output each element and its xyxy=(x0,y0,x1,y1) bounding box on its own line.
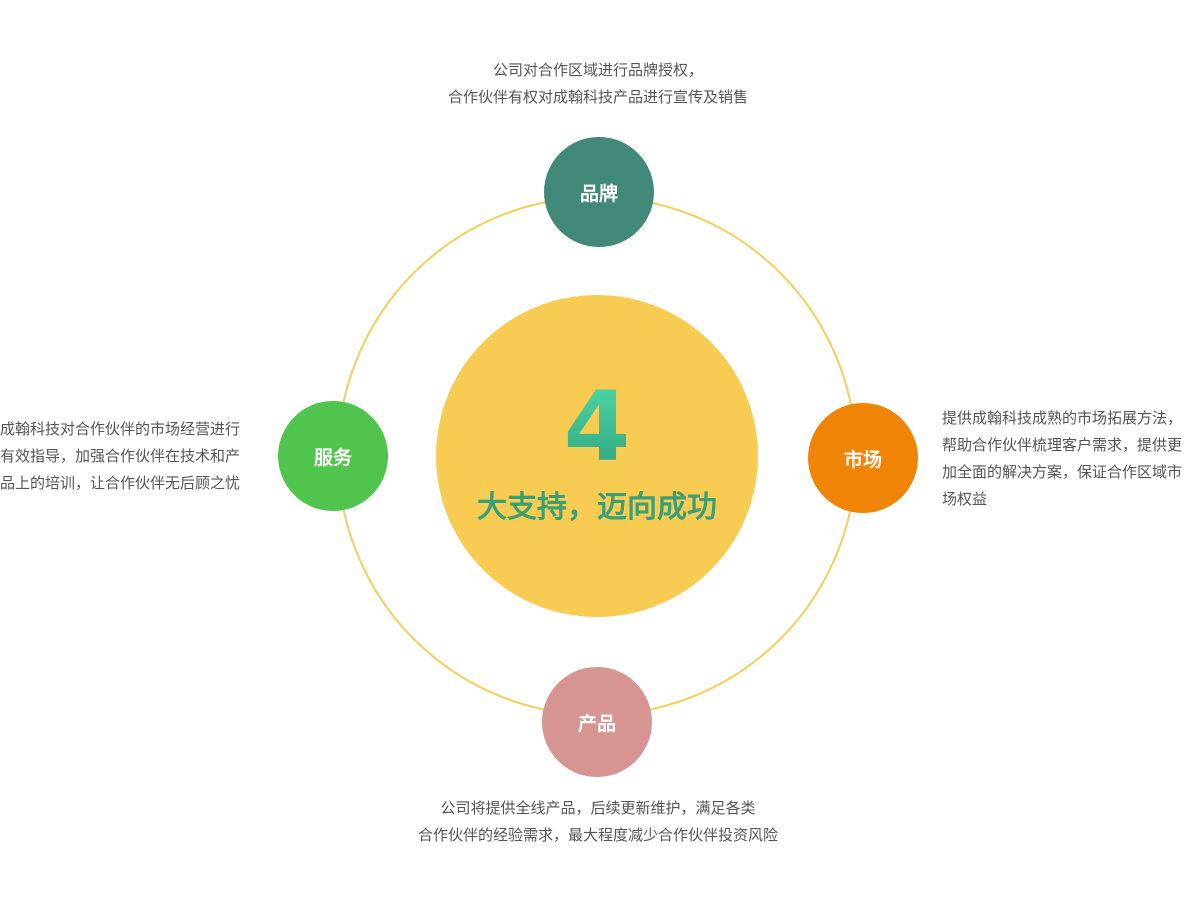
market-description-line: 加全面的解决方案，保证合作区域市 xyxy=(942,463,1183,481)
center-slogan: 大支持，迈向成功 xyxy=(477,490,717,525)
product-description-line: 合作伙伴的经验需求，最大程度减少合作伙伴投资风险 xyxy=(417,826,778,844)
node-product-label: 产品 xyxy=(577,712,616,735)
node-market-label: 市场 xyxy=(843,448,882,471)
market-description-line: 提供成翰科技成熟的市场拓展方法， xyxy=(942,409,1183,427)
service-description-line: 品上的培训，让合作伙伴无后顾之忧 xyxy=(0,474,241,492)
market-description-line: 场权益 xyxy=(942,490,988,508)
node-brand[interactable]: 品牌 xyxy=(544,137,654,247)
service-description-line: 有效指导，加强合作伙伴在技术和产 xyxy=(0,447,241,465)
product-description-line: 公司将提供全线产品，后续更新维护，满足各类 xyxy=(440,799,756,817)
brand-description: 公司对合作区域进行品牌授权， 合作伙伴有权对成翰科技产品进行宣传及销售 xyxy=(398,57,798,111)
node-product[interactable]: 产品 xyxy=(542,667,652,777)
center-circle xyxy=(436,295,758,617)
node-service-label: 服务 xyxy=(313,446,352,469)
market-description: 提供成翰科技成熟的市场拓展方法， 帮助合作伙伴梳理客户需求，提供更 加全面的解决… xyxy=(942,405,1200,513)
product-description: 公司将提供全线产品，后续更新维护，满足各类 合作伙伴的经验需求，最大程度减少合作… xyxy=(380,795,816,849)
service-description: 成翰科技对合作伙伴的市场经营进行 有效指导，加强合作伙伴在技术和产 品上的培训，… xyxy=(0,416,262,497)
node-service[interactable]: 服务 xyxy=(278,401,388,511)
market-description-line: 帮助合作伙伴梳理客户需求，提供更 xyxy=(942,436,1183,454)
brand-description-line: 合作伙伴有权对成翰科技产品进行宣传及销售 xyxy=(447,88,748,106)
center-number: 4 xyxy=(436,372,758,482)
service-description-line: 成翰科技对合作伙伴的市场经营进行 xyxy=(0,420,241,438)
node-brand-label: 品牌 xyxy=(579,182,618,205)
brand-description-line: 公司对合作区域进行品牌授权， xyxy=(492,61,703,79)
node-market[interactable]: 市场 xyxy=(808,403,918,513)
